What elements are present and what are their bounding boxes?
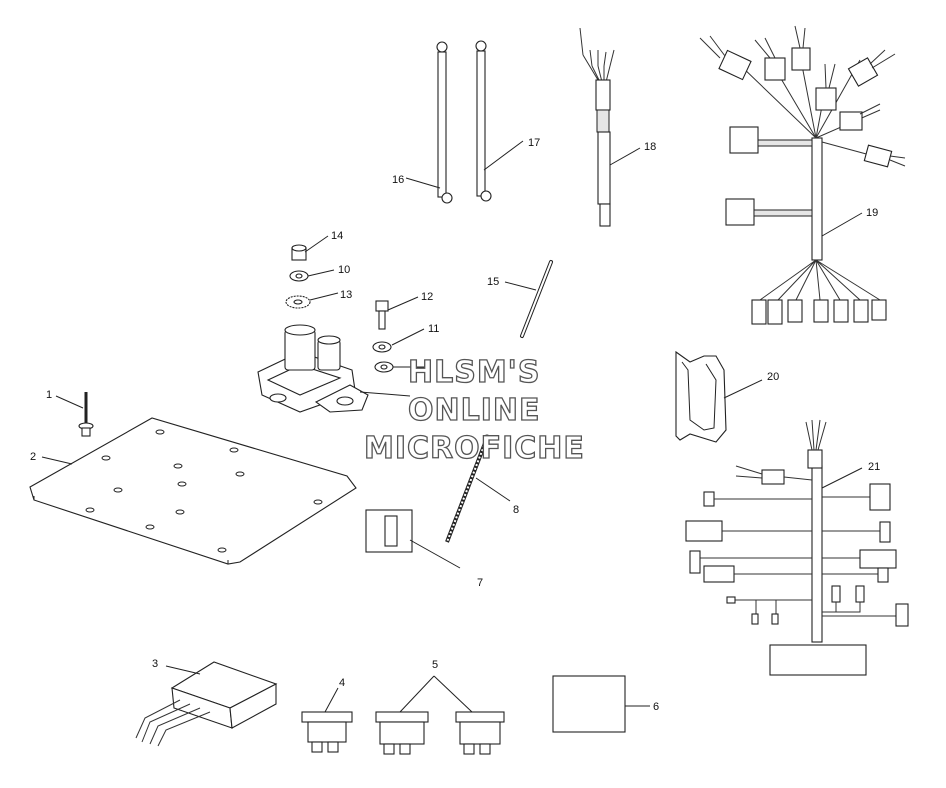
part-19-harness [699,25,906,325]
part-4-switch [301,711,353,753]
callout-17: 17 [528,137,540,149]
part-14-nut [291,244,307,261]
watermark: HLSM'S ONLINE MICROFICHE [363,354,585,466]
part-8-cable-tie [445,434,491,543]
part-17-cable [475,40,492,202]
callout-6: 6 [653,701,659,713]
part-18-harness [579,27,615,227]
watermark-line-1: HLSM'S [408,355,540,390]
part-10-washer [289,270,309,282]
callout-5: 5 [432,659,438,671]
callout-labels: 1 2 3 4 5 6 7 8 10 11 12 13 14 15 16 17 … [30,137,880,713]
callout-3: 3 [152,658,158,670]
callout-15: 15 [487,276,499,288]
callout-8: 8 [513,504,519,516]
callout-13: 13 [340,289,352,301]
callout-10: 10 [338,264,350,276]
part-16-cable [436,41,453,204]
part-11-washer [372,341,394,373]
callout-7: 7 [477,577,483,589]
part-21-harness [685,419,909,676]
part-20-clip [675,350,727,443]
solenoid-assembly [257,324,369,413]
callout-19: 19 [866,207,878,219]
callout-2: 2 [30,451,36,463]
part-15-rod [520,260,553,338]
callout-4: 4 [339,677,345,689]
callout-11: 11 [428,323,439,335]
callout-12: 12 [421,291,433,303]
callout-20: 20 [767,371,779,383]
callout-1: 1 [46,389,52,401]
watermark-line-3: MICROFICHE [364,431,585,466]
callout-18: 18 [644,141,656,153]
part-13-lockwasher [285,295,311,309]
callout-16: 16 [392,174,404,186]
part-3-regulator [135,661,278,747]
part-1-bolt [78,392,94,437]
part-12-bolt [375,300,389,330]
callout-21: 21 [868,461,880,473]
part-5-switch-a [375,711,429,755]
part-2-plate [29,417,357,565]
watermark-line-2: ONLINE [408,393,541,428]
part-7-label [365,509,413,553]
part-6-decal [552,675,626,733]
part-5-switch-b [455,711,505,755]
callout-14: 14 [331,230,343,242]
